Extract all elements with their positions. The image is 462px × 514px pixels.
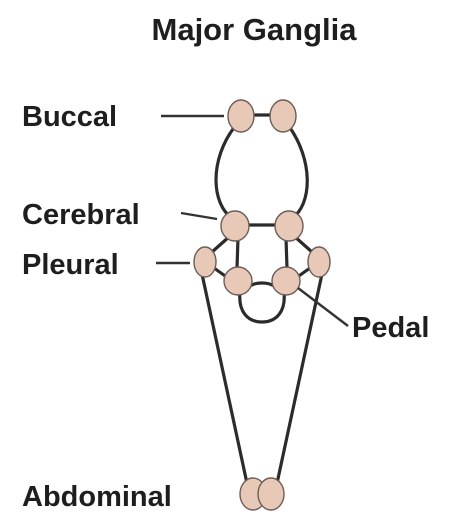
buccal-ganglion-left xyxy=(228,100,254,132)
cerebral-leader xyxy=(181,213,217,219)
ganglia xyxy=(194,100,330,510)
buccal-ganglion-right xyxy=(270,100,296,132)
abdominal-label: Abdominal xyxy=(22,481,172,513)
pleural-ganglion-right xyxy=(308,247,330,277)
cerebral-ganglion-right xyxy=(275,211,303,241)
pleural-ganglion-left xyxy=(194,247,216,277)
pleural-label: Pleural xyxy=(22,249,119,281)
buccal-label: Buccal xyxy=(22,101,117,133)
pedal-ganglion-left xyxy=(224,267,252,295)
abdominal-ganglion-right xyxy=(258,478,284,510)
diagram-title: Major Ganglia xyxy=(152,12,358,47)
pedal-label: Pedal xyxy=(352,312,429,344)
cerebral-ganglion-left xyxy=(221,211,249,241)
abdominal-ganglia xyxy=(240,478,284,510)
pedal-leader xyxy=(298,288,348,326)
pedal-ganglion-right xyxy=(272,267,300,295)
nerve-connectives xyxy=(202,115,322,488)
cerebral-label: Cerebral xyxy=(22,199,140,231)
pedal-ganglia xyxy=(224,267,300,295)
